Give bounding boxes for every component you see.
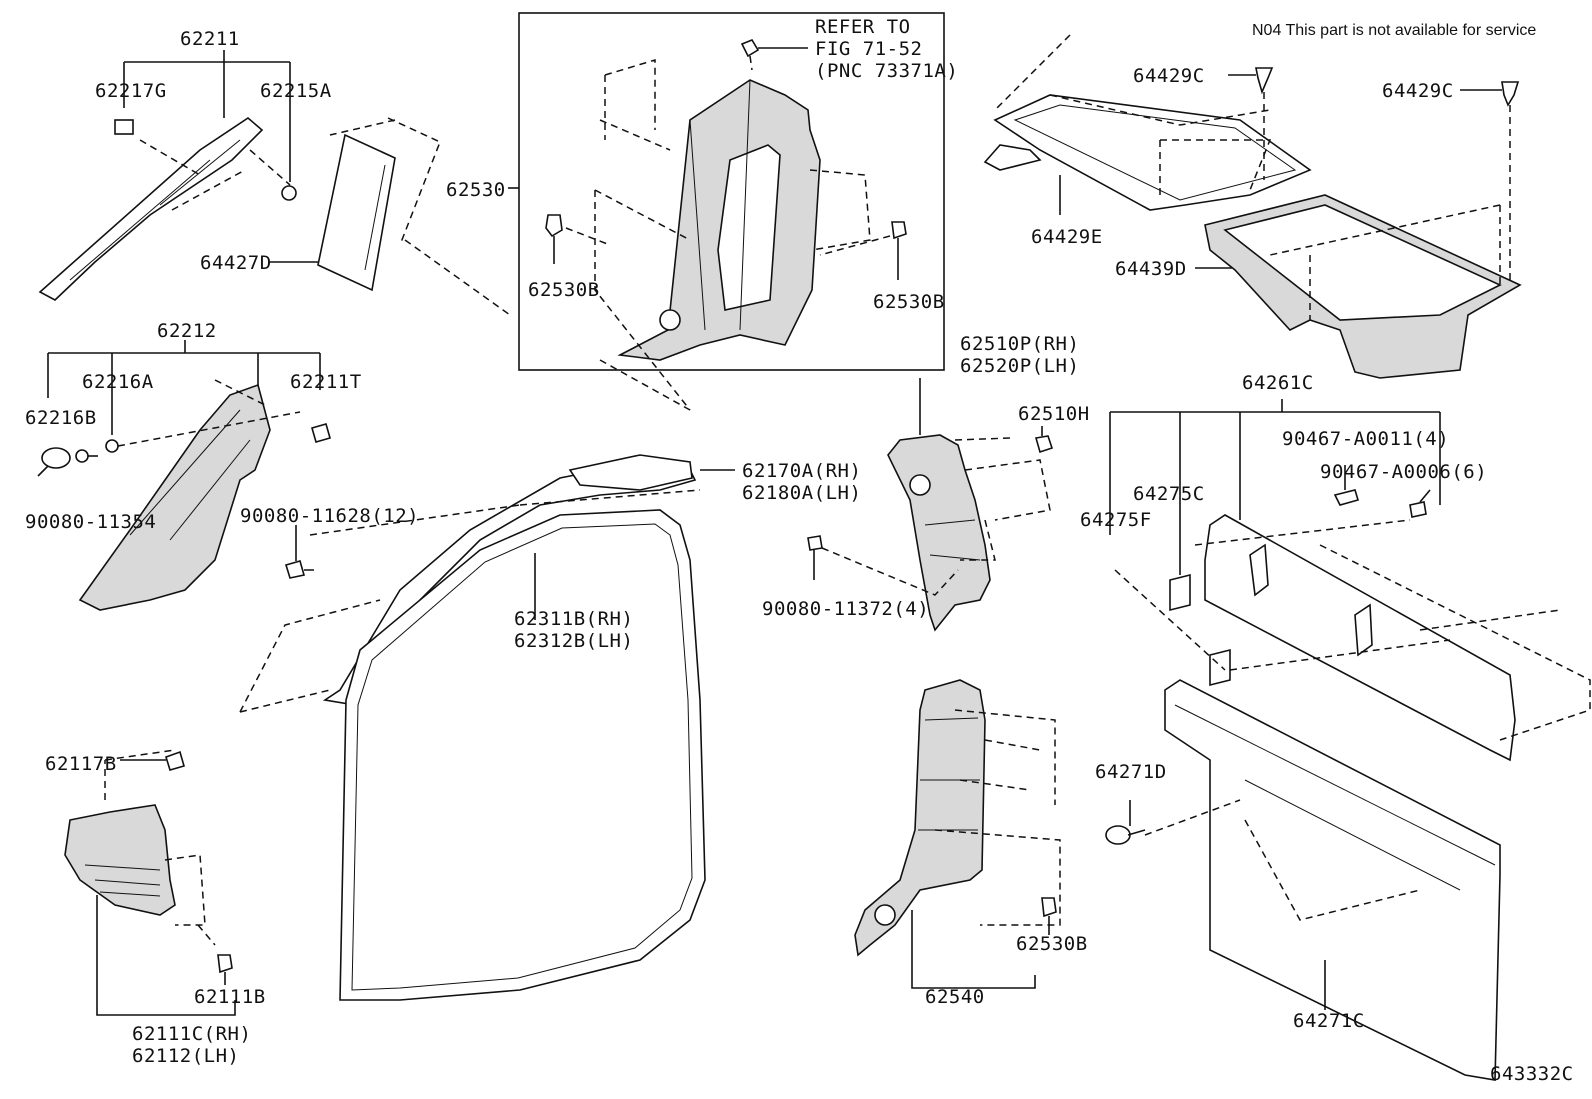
label-64439D: 64439D <box>1115 258 1187 280</box>
panel-64271C <box>1144 679 1501 1081</box>
label-62520P: 62520P(LH) <box>960 355 1079 377</box>
label-62510H: 62510H <box>1018 403 1090 425</box>
label-62215A: 62215A <box>260 80 332 102</box>
label-62530B-left: 62530B <box>528 279 600 301</box>
diagram-number: 643332C <box>1490 1063 1574 1085</box>
cover-62111C <box>64 749 216 946</box>
refer-line-2: FIG 71-52 <box>815 38 922 60</box>
label-64271D: 64271D <box>1095 761 1167 783</box>
label-62510P: 62510P(RH) <box>960 333 1079 355</box>
tray-64429E <box>983 34 1312 211</box>
label-62117B: 62117B <box>45 753 117 775</box>
label-64429C-a: 64429C <box>1133 65 1205 87</box>
label-62216B: 62216B <box>25 407 97 429</box>
label-62111B: 62111B <box>194 986 266 1008</box>
label-64275F: 64275F <box>1080 509 1152 531</box>
cap-62216B <box>37 447 71 477</box>
label-64271C: 64271C <box>1293 1010 1365 1032</box>
screw-90080-11372 <box>807 535 959 596</box>
trim-62540 <box>854 679 1061 957</box>
clip-62211T <box>311 423 331 443</box>
label-62312B: 62312B(LH) <box>514 630 633 652</box>
label-90080-11354: 90080-11354 <box>25 511 156 533</box>
trim-62530 <box>594 58 871 411</box>
panel-64427D <box>317 117 441 292</box>
label-90080-11372: 90080-11372(4) <box>762 598 929 620</box>
label-64261C: 64261C <box>1242 372 1314 394</box>
label-62216A: 62216A <box>82 371 154 393</box>
clip-62510H <box>1034 426 1054 454</box>
label-90467-A0006: 90467-A0006(6) <box>1320 461 1487 483</box>
clip-90467-A0006 <box>1409 489 1431 518</box>
clip-62117B <box>165 750 185 771</box>
clip-62530B-lower <box>1041 897 1057 935</box>
tray-64439D <box>1204 194 1522 379</box>
clip-62111B <box>217 954 233 985</box>
bolt-90080-11628 <box>284 525 314 579</box>
screw-90080-11354 <box>75 449 98 463</box>
label-90467-A0011: 90467-A0011(4) <box>1282 428 1449 450</box>
pillar-garnish-62211 <box>38 116 297 301</box>
label-62540: 62540 <box>925 986 985 1008</box>
label-62211T: 62211T <box>290 371 362 393</box>
label-64429E: 64429E <box>1031 226 1103 248</box>
label-62112: 62112(LH) <box>132 1045 239 1067</box>
label-62211: 62211 <box>180 28 240 50</box>
label-90080-11628: 90080-11628(12) <box>240 505 419 527</box>
refer-box <box>518 12 945 371</box>
refer-line-1: REFER TO <box>815 16 911 38</box>
label-62530B-right: 62530B <box>873 291 945 313</box>
clip-64271D <box>1105 800 1146 845</box>
clip-62530B-left <box>545 214 611 264</box>
clip-62530B-right <box>819 221 907 280</box>
label-62311B: 62311B(RH) <box>514 608 633 630</box>
clip-refer <box>740 39 808 71</box>
label-62530: 62530 <box>446 179 506 201</box>
label-64275C: 64275C <box>1133 483 1205 505</box>
label-62212: 62212 <box>157 320 217 342</box>
label-62111C: 62111C(RH) <box>132 1023 251 1045</box>
clip-62216A <box>105 439 119 453</box>
label-62530B-lower: 62530B <box>1016 933 1088 955</box>
label-62180A: 62180A(LH) <box>742 482 861 504</box>
trim-62510P <box>887 434 1051 632</box>
weatherstrip-62311B <box>339 509 706 1001</box>
panel-64261C <box>1114 514 1591 762</box>
clip-64429C-b <box>1460 81 1520 280</box>
refer-line-3: (PNC 73371A) <box>815 60 958 82</box>
pillar-62212 <box>78 379 301 611</box>
clip-64429C-a <box>1228 67 1274 180</box>
label-62170A: 62170A(RH) <box>742 460 861 482</box>
label-64429C-b: 64429C <box>1382 80 1454 102</box>
label-64427D: 64427D <box>200 252 272 274</box>
label-62217G: 62217G <box>95 80 167 102</box>
clip-90467-A0011 <box>1333 465 1360 506</box>
availability-note: N04 This part is not available for servi… <box>1252 22 1536 39</box>
